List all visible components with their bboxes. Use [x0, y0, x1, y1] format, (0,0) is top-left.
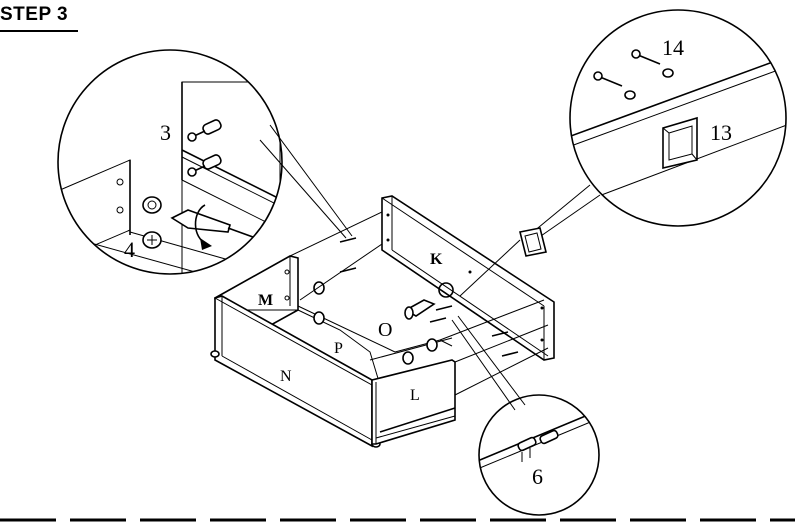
panel-n — [210, 295, 381, 448]
panel-l — [371, 359, 456, 445]
handle-13-icon — [662, 116, 698, 170]
drawer-assembly: K M O P N L — [210, 195, 555, 448]
label-13: 13 — [710, 120, 732, 145]
label-14: 14 — [662, 35, 684, 60]
label-4: 4 — [124, 237, 135, 262]
label-o: O — [378, 319, 392, 341]
cam-lock-4-icon — [142, 196, 162, 249]
handle-plate-icon — [519, 227, 547, 257]
leader-bottom — [451, 319, 516, 411]
assembly-guides — [289, 211, 549, 396]
label-6: 6 — [532, 464, 543, 489]
label-p: P — [334, 340, 343, 357]
panel-k — [381, 195, 555, 361]
dowel-6-icon — [517, 429, 559, 462]
detail-circle-right: 14 13 — [569, 9, 787, 227]
bolt-14-icon — [593, 49, 674, 100]
label-l: L — [410, 387, 420, 404]
detail-circle-left: 3 4 — [57, 49, 283, 275]
label-k: K — [430, 251, 443, 268]
label-n: N — [280, 368, 292, 385]
detail-circle-bottom: 6 — [478, 394, 600, 516]
leader-left — [259, 139, 347, 239]
step-title: STEP 3 — [0, 4, 69, 25]
label-m: M — [258, 292, 273, 309]
label-3: 3 — [160, 120, 171, 145]
leader-right — [532, 184, 591, 233]
step-underline — [0, 30, 78, 32]
screw-3-icon — [187, 119, 222, 177]
screwdriver-icon — [170, 204, 276, 250]
